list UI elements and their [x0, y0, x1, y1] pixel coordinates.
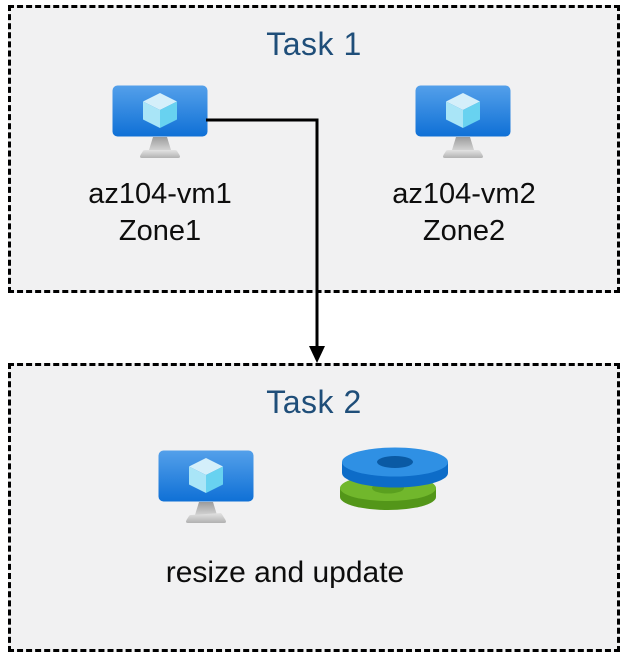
vm1-name: az104-vm1	[88, 178, 232, 210]
arrowhead-down-icon	[309, 346, 325, 363]
vm2-zone: Zone2	[422, 215, 506, 247]
monitor-stand-neck	[149, 137, 171, 150]
cube-glyph	[446, 93, 480, 128]
task2-title: Task 2	[266, 384, 362, 420]
task2-caption: resize and update	[165, 556, 405, 589]
task2-box	[8, 363, 620, 652]
vm2-name: az104-vm2	[392, 178, 536, 210]
cube-glyph	[143, 93, 177, 128]
connector-arrow	[206, 118, 325, 363]
monitor-stand-neck	[195, 502, 217, 515]
vm1-zone: Zone1	[118, 215, 202, 247]
vm2-virtual-machine-icon	[415, 85, 511, 158]
monitor-stand-base	[443, 150, 483, 158]
task2-virtual-machine-icon	[158, 450, 254, 523]
cube-glyph	[189, 458, 223, 493]
monitor-stand-neck	[452, 137, 474, 150]
vm2-label: az104-vm2 Zone2	[344, 176, 584, 250]
arrow-line	[206, 118, 319, 348]
vm1-virtual-machine-icon	[112, 85, 208, 158]
monitor-stand-base	[140, 150, 180, 158]
disks-stack-icon	[340, 447, 448, 510]
task1-box	[8, 5, 620, 293]
vm1-label: az104-vm1 Zone1	[40, 176, 280, 250]
monitor-stand-base	[186, 513, 226, 523]
task1-title: Task 1	[266, 26, 362, 62]
blue-disk	[342, 447, 448, 488]
